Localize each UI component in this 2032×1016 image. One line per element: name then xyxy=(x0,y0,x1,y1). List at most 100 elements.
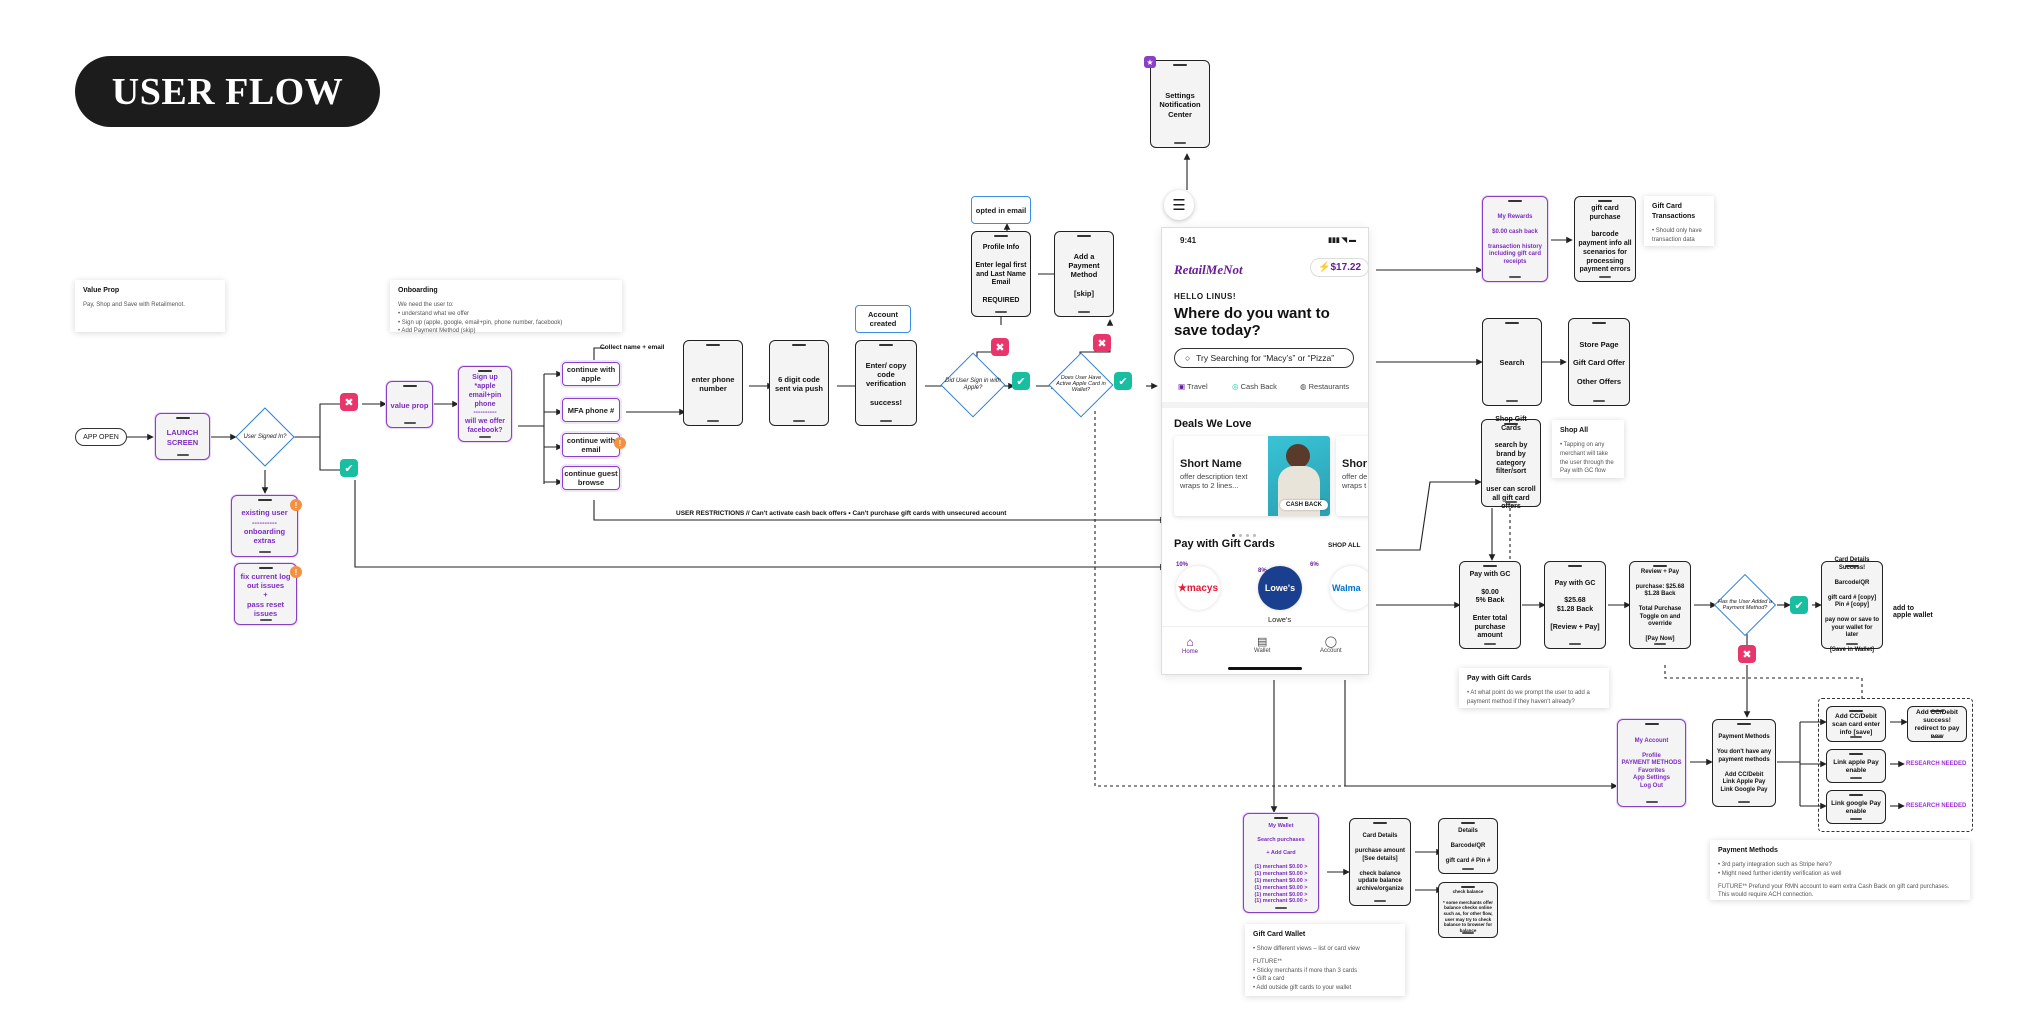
node-store-options[interactable]: Store Page Gift Card Offer Other Offers xyxy=(1568,318,1630,406)
category-cashback[interactable]: ◎ Cash Back xyxy=(1232,382,1277,391)
category-restaurants[interactable]: ◍ Restaurants xyxy=(1300,382,1349,391)
restaurant-icon: ◍ xyxy=(1300,382,1307,391)
node-add-cc-2[interactable]: Add CC/Debit success! redirect to pay no… xyxy=(1907,706,1967,742)
note-line: • Might need further identity verificati… xyxy=(1718,870,1842,877)
note-title: Payment Methods xyxy=(1718,847,1778,854)
node-card-details[interactable]: Card Details purchase amount [See detail… xyxy=(1349,818,1411,906)
node-my-rewards[interactable]: My Rewards $0.00 cash back transaction h… xyxy=(1482,196,1548,282)
account-icon: ◯ xyxy=(1324,636,1337,648)
option-guest-browse[interactable]: continue guest browse xyxy=(562,466,620,490)
deal-name: Shor xyxy=(1342,458,1368,470)
note-gc-transactions: Gift Card Transactions • Should only hav… xyxy=(1644,196,1714,246)
node-code-push[interactable]: 6 digit code sent via push xyxy=(769,340,829,426)
note-line: • Show different views – list or card vi… xyxy=(1253,946,1360,953)
note-title: Gift Card Wallet xyxy=(1253,931,1306,938)
reward-amount: $17.22 xyxy=(1330,262,1362,273)
rewards-balance[interactable]: ⚡$17.22 xyxy=(1310,258,1368,277)
node-details[interactable]: Details Barcode/QR gift card # Pin # xyxy=(1438,818,1498,874)
tab-account[interactable]: ◯Account xyxy=(1320,635,1342,654)
note-body: Pay, Shop and Save with Retailmenot. xyxy=(83,302,185,309)
node-link-google-pay[interactable]: Link google Pay enable xyxy=(1826,790,1886,824)
tab-label: Home xyxy=(1182,649,1199,655)
node-enter-phone[interactable]: enter phone number xyxy=(683,340,743,426)
node-add-cc-1[interactable]: Add CC/Debit scan card enter info [save] xyxy=(1826,706,1886,742)
travel-icon: ▣ xyxy=(1178,382,1186,391)
bolt-icon: ⚡ xyxy=(1318,262,1331,273)
payment-options-group xyxy=(1818,698,1973,832)
node-add-payment[interactable]: Add a Payment Method [skip] xyxy=(1054,231,1114,317)
node-settings[interactable]: Settings Notification Center xyxy=(1150,60,1210,148)
node-shop-gift-cards[interactable]: Shop Gift Cards search by brand by categ… xyxy=(1481,416,1541,510)
node-existing-user[interactable]: existing user ---------- onboarding extr… xyxy=(231,495,298,557)
node-review-pay[interactable]: Review + Pay purchase: $25.68 $1.28 Back… xyxy=(1629,561,1691,649)
tab-wallet[interactable]: ▤Wallet xyxy=(1254,635,1270,654)
gc-percent: 8% xyxy=(1258,568,1267,574)
decision-label: Has the User Added a Payment Method? xyxy=(1718,598,1772,611)
node-my-wallet[interactable]: My Wallet Search purchases + Add Card (1… xyxy=(1243,813,1319,913)
option-continue-email[interactable]: continue with email xyxy=(562,433,620,457)
home-screen-phone: 9:41 ▮▮▮ ◥ ▬ RetailMeNot ⚡$17.22 HELLO L… xyxy=(1162,228,1368,674)
node-opted-in-email: opted in email xyxy=(971,196,1031,224)
option-continue-apple[interactable]: continue with apple xyxy=(562,362,620,386)
note-body: • Tapping on any merchant will take the … xyxy=(1560,442,1614,475)
deal-card[interactable]: Shor offer de wraps t xyxy=(1336,436,1368,516)
node-card-success[interactable]: Card Details Success! Barcode/QR gift ca… xyxy=(1821,557,1883,653)
tab-home[interactable]: ⌂Home xyxy=(1182,635,1198,655)
node-pay-gc-1[interactable]: Pay with GC $0.00 5% Back Enter total pu… xyxy=(1459,561,1521,649)
node-profile-info[interactable]: Profile Info Enter legal first and Last … xyxy=(971,231,1031,317)
node-value-prop[interactable]: value prop xyxy=(386,381,433,428)
category-travel[interactable]: ▣ Travel xyxy=(1178,382,1208,391)
gift-card-walmart[interactable]: Walma xyxy=(1330,566,1368,610)
node-my-account[interactable]: My Account Profile PAYMENT METHODS Favor… xyxy=(1617,719,1686,807)
node-pay-gc-2[interactable]: Pay with GC $25.68 $1.28 Back [Review + … xyxy=(1544,561,1606,649)
note-line: • Gift a card xyxy=(1253,976,1285,983)
deal-card[interactable]: Short Name offer description text wraps … xyxy=(1174,436,1330,516)
note-line: We need the user to: xyxy=(398,302,454,309)
thumbs-up-icon: ✔ xyxy=(1012,372,1030,390)
warning-icon: ! xyxy=(614,437,626,449)
note-line: • Sign up (apple, google, email+pin, pho… xyxy=(398,319,563,326)
node-app-open[interactable]: APP OPEN xyxy=(75,428,127,446)
note-title: Value Prop xyxy=(83,287,120,294)
gift-card-lowes[interactable]: Lowe's xyxy=(1258,566,1302,610)
search-input[interactable]: ○ Try Searching for “Macy’s” or “Pizza” xyxy=(1174,348,1354,368)
warning-icon: ! xyxy=(290,499,302,511)
note-line: • Add Payment Method (skip) xyxy=(398,328,476,335)
note-payment-methods: Payment Methods • 3rd party integration … xyxy=(1710,840,1970,900)
node-search[interactable]: Search xyxy=(1482,318,1542,406)
option-mfa-phone[interactable]: MFA phone # xyxy=(562,398,620,422)
cashback-icon: ◎ xyxy=(1232,382,1239,391)
decision-label: Does User Have Active Apple Card in Wall… xyxy=(1056,374,1106,394)
node-code-verify[interactable]: Enter/ copy code verification success! xyxy=(855,340,917,426)
note-body: • At what point do we prompt the user to… xyxy=(1467,690,1590,705)
node-link-apple-pay[interactable]: Link apple Pay enable xyxy=(1826,749,1886,783)
status-time: 9:41 xyxy=(1180,236,1197,245)
note-title: Gift Card Transactions xyxy=(1652,203,1696,221)
deal-name: Short Name xyxy=(1180,458,1242,470)
add-apple-wallet-label: add to apple wallet xyxy=(1893,605,1933,619)
menu-icon[interactable]: ☰ xyxy=(1164,190,1194,220)
research-needed-label: RESEARCH NEEDED xyxy=(1906,761,1967,767)
user-restrictions-label: USER RESTRICTIONS // Can't activate cash… xyxy=(676,510,1007,517)
node-signup[interactable]: Sign up *apple email+pin phone ---------… xyxy=(458,366,512,442)
node-payment-methods[interactable]: Payment Methods You don't have any payme… xyxy=(1712,719,1776,807)
carousel-dots xyxy=(1232,524,1302,537)
node-check-balance[interactable]: check balance * some merchants offer bal… xyxy=(1438,882,1498,938)
note-line: • Add outside gift cards to your wallet xyxy=(1253,984,1352,991)
note-body: • Should only have transaction data xyxy=(1652,228,1702,243)
thumbs-down-icon: ✖ xyxy=(340,393,358,411)
shop-all-link[interactable]: SHOP ALL xyxy=(1328,542,1361,549)
gift-card-macys[interactable]: ★macys xyxy=(1176,566,1220,610)
note-pay-gift-cards: Pay with Gift Cards • At what point do w… xyxy=(1459,668,1609,708)
note-shop-all: Shop All • Tapping on any merchant will … xyxy=(1552,420,1624,478)
gc-percent: 6% xyxy=(1310,562,1319,568)
node-gift-card-purchase[interactable]: gift card purchase barcode payment info … xyxy=(1574,196,1636,282)
greeting: HELLO LINUS! xyxy=(1174,292,1236,301)
node-fix-logout[interactable]: fix current log out issues + pass reset … xyxy=(234,563,297,625)
battery-icon: ▮▮▮ ◥ ▬ xyxy=(1328,237,1356,244)
collect-name-email-label: Collect name + email xyxy=(600,344,665,351)
gc-label: Lowe's xyxy=(1268,615,1292,624)
category-label: Cash Back xyxy=(1240,382,1277,391)
node-launch-screen[interactable]: LAUNCH SCREEN xyxy=(155,413,210,460)
